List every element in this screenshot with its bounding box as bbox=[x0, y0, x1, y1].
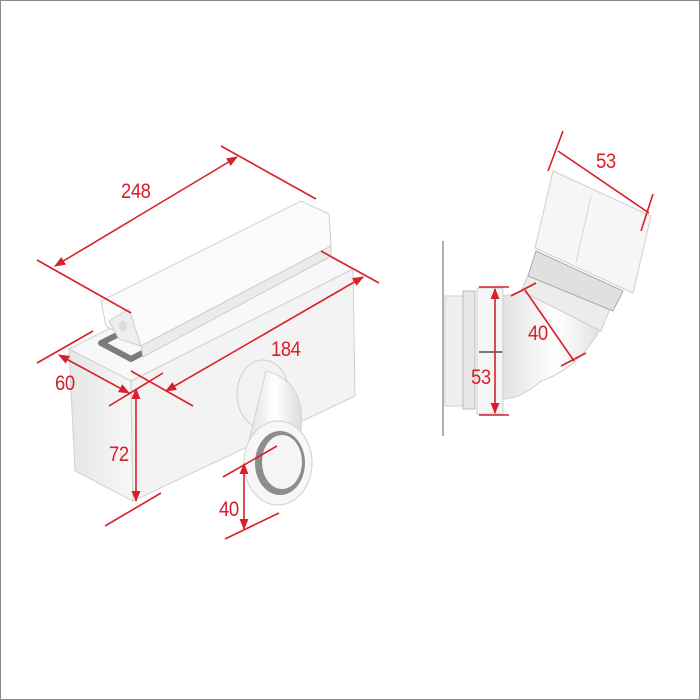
dimension-lines bbox=[36, 130, 654, 540]
elbow-side-view bbox=[442, 170, 652, 436]
dimension-label-elbow-pipe: 40 bbox=[528, 322, 548, 345]
dimension-label-length-body: 184 bbox=[271, 338, 301, 361]
dimension-label-height: 72 bbox=[109, 443, 129, 466]
dimension-label-elbow-base: 53 bbox=[471, 366, 491, 389]
dimension-label-outlet-front: 40 bbox=[219, 498, 239, 521]
dimension-label-elbow-top: 53 bbox=[596, 150, 616, 173]
dimension-label-length-lid: 248 bbox=[121, 180, 151, 203]
dimension-label-depth: 60 bbox=[55, 372, 75, 395]
